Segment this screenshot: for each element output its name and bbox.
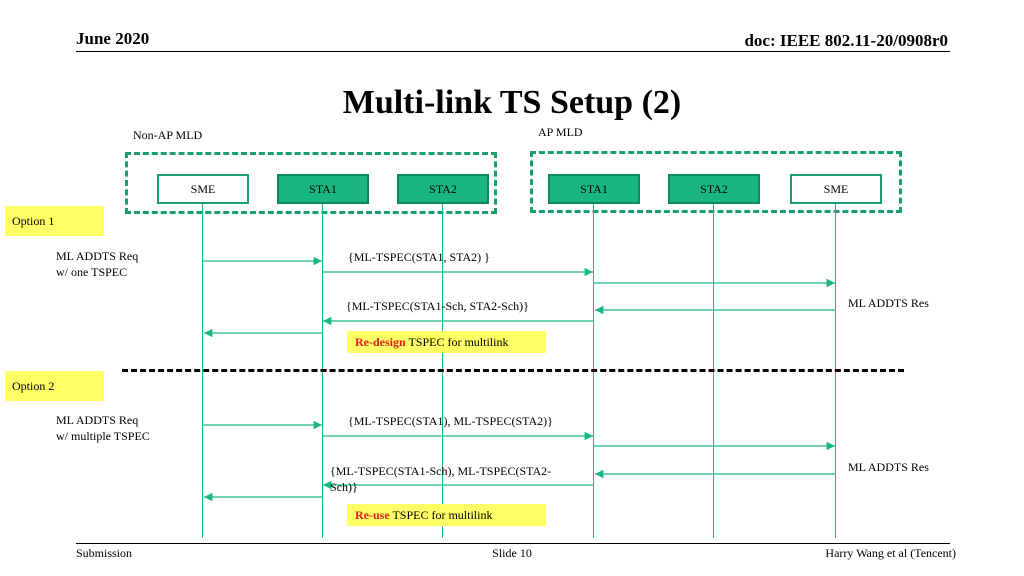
slide-title: Multi-link TS Setup (2) (342, 84, 682, 121)
opt1-response-label: ML ADDTS Res (848, 296, 929, 310)
opt1-note: Re-design TSPEC for multilink (347, 331, 546, 353)
opt2-note-emphasis: Re-use (355, 507, 390, 522)
footer-submission: Submission (76, 546, 133, 560)
opt2-note-text: TSPEC for multilink (389, 507, 493, 522)
opt1-request-tspec: {ML-TSPEC(STA1, STA2) } (348, 250, 490, 264)
footer-divider (76, 543, 950, 544)
entity-ap-sta2: STA2 (668, 174, 760, 204)
footer-author: Harry Wang et al (Tencent) (825, 546, 956, 560)
ap-mld-label: AP MLD (538, 125, 583, 139)
non-ap-mld-label: Non-AP MLD (133, 128, 203, 142)
options-divider (122, 369, 904, 372)
header-date: June 2020 (76, 29, 150, 48)
non-ap-mld-group (125, 152, 497, 214)
ap-mld-group (530, 151, 902, 213)
option1-label: Option 1 (5, 206, 104, 236)
opt1-response-tspec: {ML-TSPEC(STA1-Sch, STA2-Sch)} (346, 299, 529, 313)
opt1-note-emphasis: Re-design (355, 334, 406, 349)
header-divider (76, 51, 950, 52)
opt1-request-label: ML ADDTS Req w/ one TSPEC (56, 249, 139, 279)
opt1-note-text: TSPEC for multilink (405, 334, 509, 349)
entity-non-ap-sta2: STA2 (397, 174, 489, 204)
header-doc-id: doc: IEEE 802.11-20/0908r0 (744, 31, 948, 50)
entity-ap-sme: SME (790, 174, 882, 204)
opt2-response-tspec: {ML-TSPEC(STA1-Sch), ML-TSPEC(STA2- Sch)… (330, 464, 552, 494)
opt2-request-label: ML ADDTS Req w/ multiple TSPEC (56, 413, 150, 443)
entity-non-ap-sme: SME (157, 174, 249, 204)
entity-ap-sta1: STA1 (548, 174, 640, 204)
opt2-note: Re-use TSPEC for multilink (347, 504, 546, 526)
footer-slide-number: Slide 10 (492, 546, 532, 560)
entity-non-ap-sta1: STA1 (277, 174, 369, 204)
option2-label: Option 2 (5, 371, 104, 401)
opt2-response-label: ML ADDTS Res (848, 460, 929, 474)
opt2-request-tspec: {ML-TSPEC(STA1), ML-TSPEC(STA2)} (348, 414, 553, 428)
